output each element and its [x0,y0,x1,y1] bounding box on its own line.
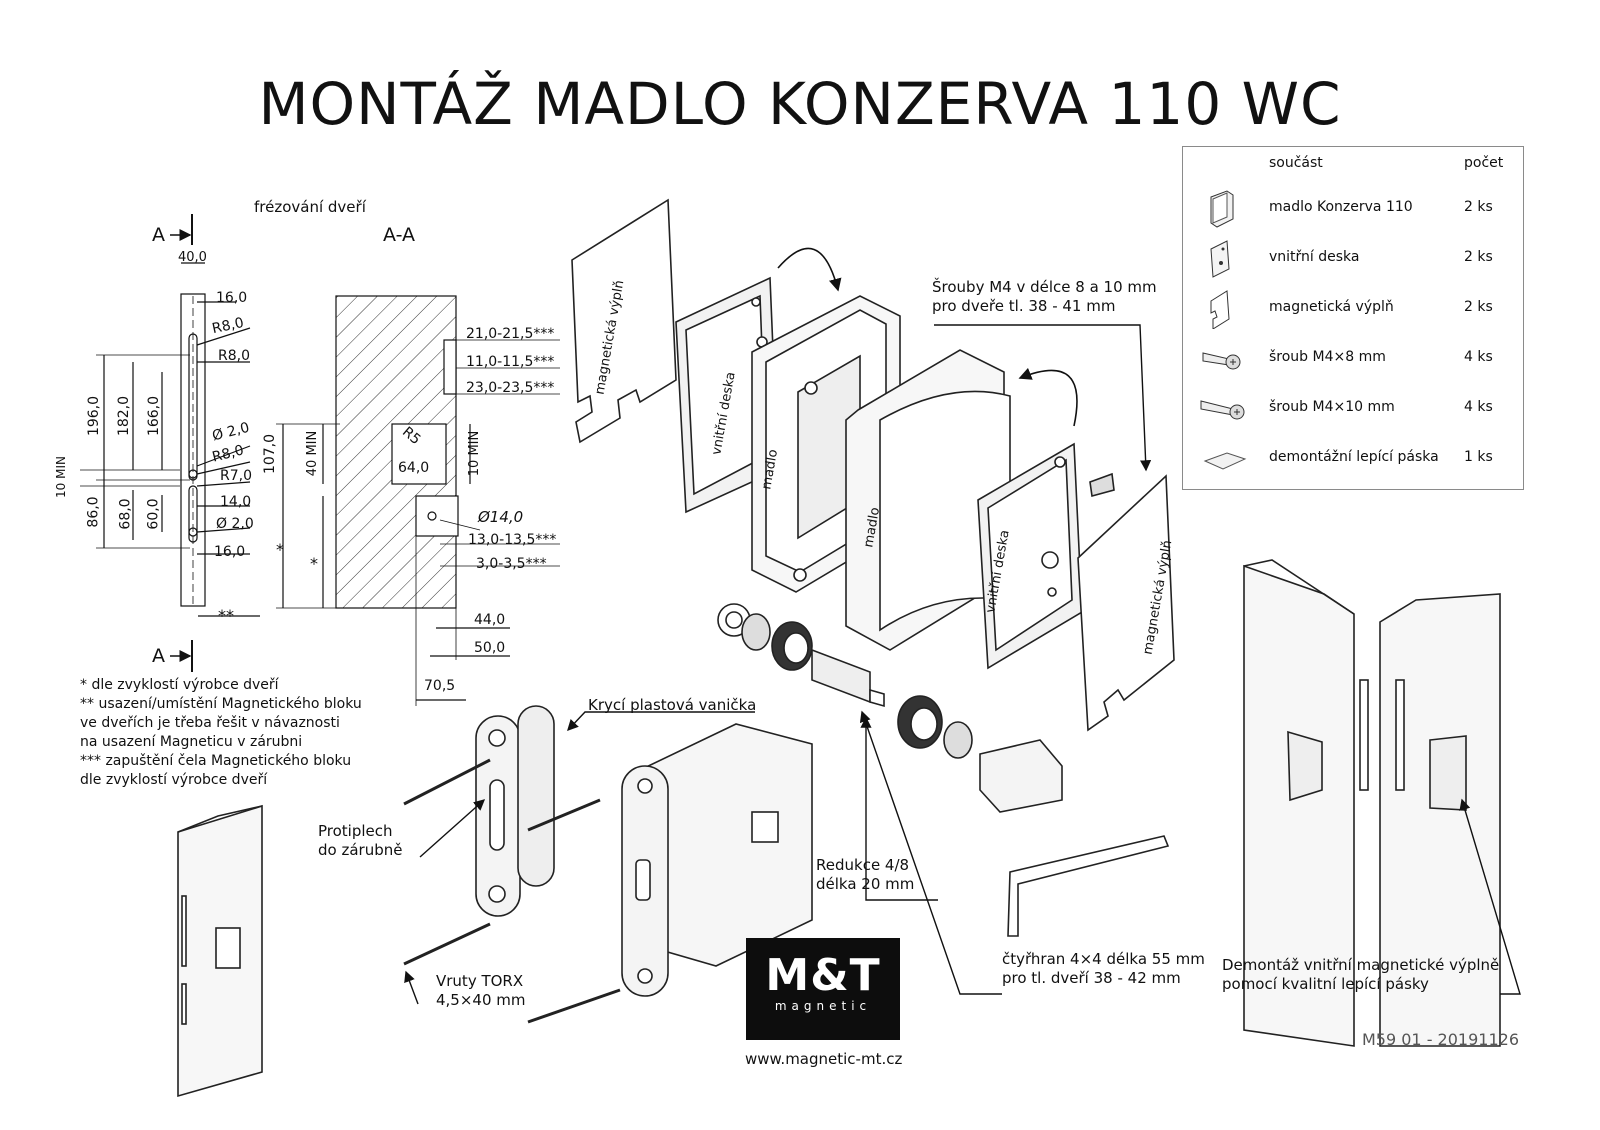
magnetic-fill-icon [1210,290,1230,329]
part-name: magnetická výplň [1269,299,1394,315]
website-url: www.magnetic-mt.cz [745,1050,903,1068]
dim-50: 50,0 [474,640,506,656]
part-count: 2 ks [1464,249,1493,265]
dim-13: 13,0-13,5*** [468,532,557,548]
dim-70-5: 70,5 [424,678,456,694]
drawing-notes: * dle zvyklostí výrobce dveří ** usazení… [80,676,362,790]
dim-23: 23,0-23,5*** [466,380,555,396]
dim-10min-left: 10 MIN [53,456,68,498]
callout-lines [404,324,1521,1005]
parts-row: demontážní lepící páska 1 ks [1183,437,1523,477]
parts-row: madlo Konzerva 110 2 ks [1183,187,1523,228]
part-count: 1 ks [1464,449,1493,465]
dim-86: 86,0 [85,496,102,528]
inner-plate-icon [1210,240,1230,278]
dim-16-top: 16,0 [216,290,248,306]
screw-long-icon [1200,400,1245,420]
edge-elevation [80,214,260,672]
section-marker-top: A [152,224,165,246]
dim-60: 60,0 [145,498,162,530]
dim-182: 182,0 [116,395,133,437]
dim-11: 11,0-11,5*** [466,354,555,370]
callout-plastic-cover: Krycí plastová vanička [588,696,757,714]
note-line: dle zvyklostí výrobce dveří [80,772,268,788]
note-line: *** zapuštění čela Magnetického bloku [80,753,352,769]
part-count: 4 ks [1464,349,1493,365]
callout-reducer: Redukce 4/8 délka 20 mm [816,856,915,893]
dim-196: 196,0 [86,395,103,437]
milling-label: frézování dveří [254,198,366,216]
rotation-arrows [777,247,1078,427]
parts-row: vnitřní deska 2 ks [1183,237,1523,278]
dim-166: 166,0 [146,395,163,437]
handle-icon [1210,190,1234,228]
dim-star-b: * [310,554,318,573]
section-marker-bottom: A [152,645,165,667]
callout-strike-plate: Protiplech do zárubně [318,822,403,859]
parts-header-part: součást [1269,155,1323,171]
dim-21: 21,0-21,5*** [466,326,555,342]
dim-40min: 40 MIN [305,430,321,477]
dim-64: 64,0 [398,460,430,476]
dim-r7: R7,0 [220,468,252,484]
brand-logo: M&T magnetic [746,938,900,1040]
callout-square-rod: čtyřhran 4×4 délka 55 mm pro tl. dveří 3… [1002,950,1205,987]
dim-10min-right: 10 MIN [467,430,483,477]
parts-header-count: počet [1464,155,1504,171]
section-arrows [170,229,192,662]
dim-44: 44,0 [474,612,506,628]
section-aa [276,295,560,706]
parts-table: součást počet madlo Konzerva 110 2 ks vn… [1182,146,1524,490]
document-code: M59 01 - 20191126 [1362,1030,1519,1049]
exploded-view [177,198,1501,1098]
parts-row: magnetická výplň 2 ks [1183,287,1523,329]
callout-dismount: Demontáž vnitřní magnetické výplně pomoc… [1222,956,1500,993]
dim-double-star: ** [218,606,234,625]
dim-14: 14,0 [220,494,252,510]
note-line: * dle zvyklostí výrobce dveří [80,677,279,693]
part-name: demontážní lepící páska [1269,449,1439,465]
parts-row: šroub M4×8 mm 4 ks [1183,337,1523,377]
tape-icon [1203,452,1247,470]
dim-d14: Ø14,0 [478,508,524,526]
dim-d2-b: Ø 2,0 [216,516,254,532]
dim-68: 68,0 [117,498,134,530]
parts-row: šroub M4×10 mm 4 ks [1183,387,1523,427]
dim-107: 107,0 [262,433,279,475]
part-name: vnitřní deska [1269,249,1360,265]
dim-width: 40,0 [178,250,207,265]
part-name: madlo Konzerva 110 [1269,199,1413,215]
note-line: ve dveřích je třeba řešit v návaznosti [80,715,340,731]
section-aa-label: A-A [383,224,416,246]
part-name: šroub M4×10 mm [1269,399,1395,415]
callout-screws-m4: Šrouby M4 v délce 8 a 10 mm pro dveře tl… [932,278,1157,315]
dim-r8-b: R8,0 [218,348,250,364]
note-line: na usazení Magneticu v zárubni [80,734,303,750]
dim-3: 3,0-3,5*** [476,556,547,572]
page-title: MONTÁŽ MADLO KONZERVA 110 WC [258,70,1342,138]
part-count: 4 ks [1464,399,1493,415]
screw-icon [1202,352,1241,370]
part-count: 2 ks [1464,299,1493,315]
callout-torx: Vruty TORX 4,5×40 mm [436,972,526,1009]
part-name: šroub M4×8 mm [1269,349,1386,365]
dim-star-a: * [276,540,284,559]
part-count: 2 ks [1464,199,1493,215]
dim-16-bottom: 16,0 [214,544,246,560]
note-line: ** usazení/umístění Magnetického bloku [80,696,362,712]
